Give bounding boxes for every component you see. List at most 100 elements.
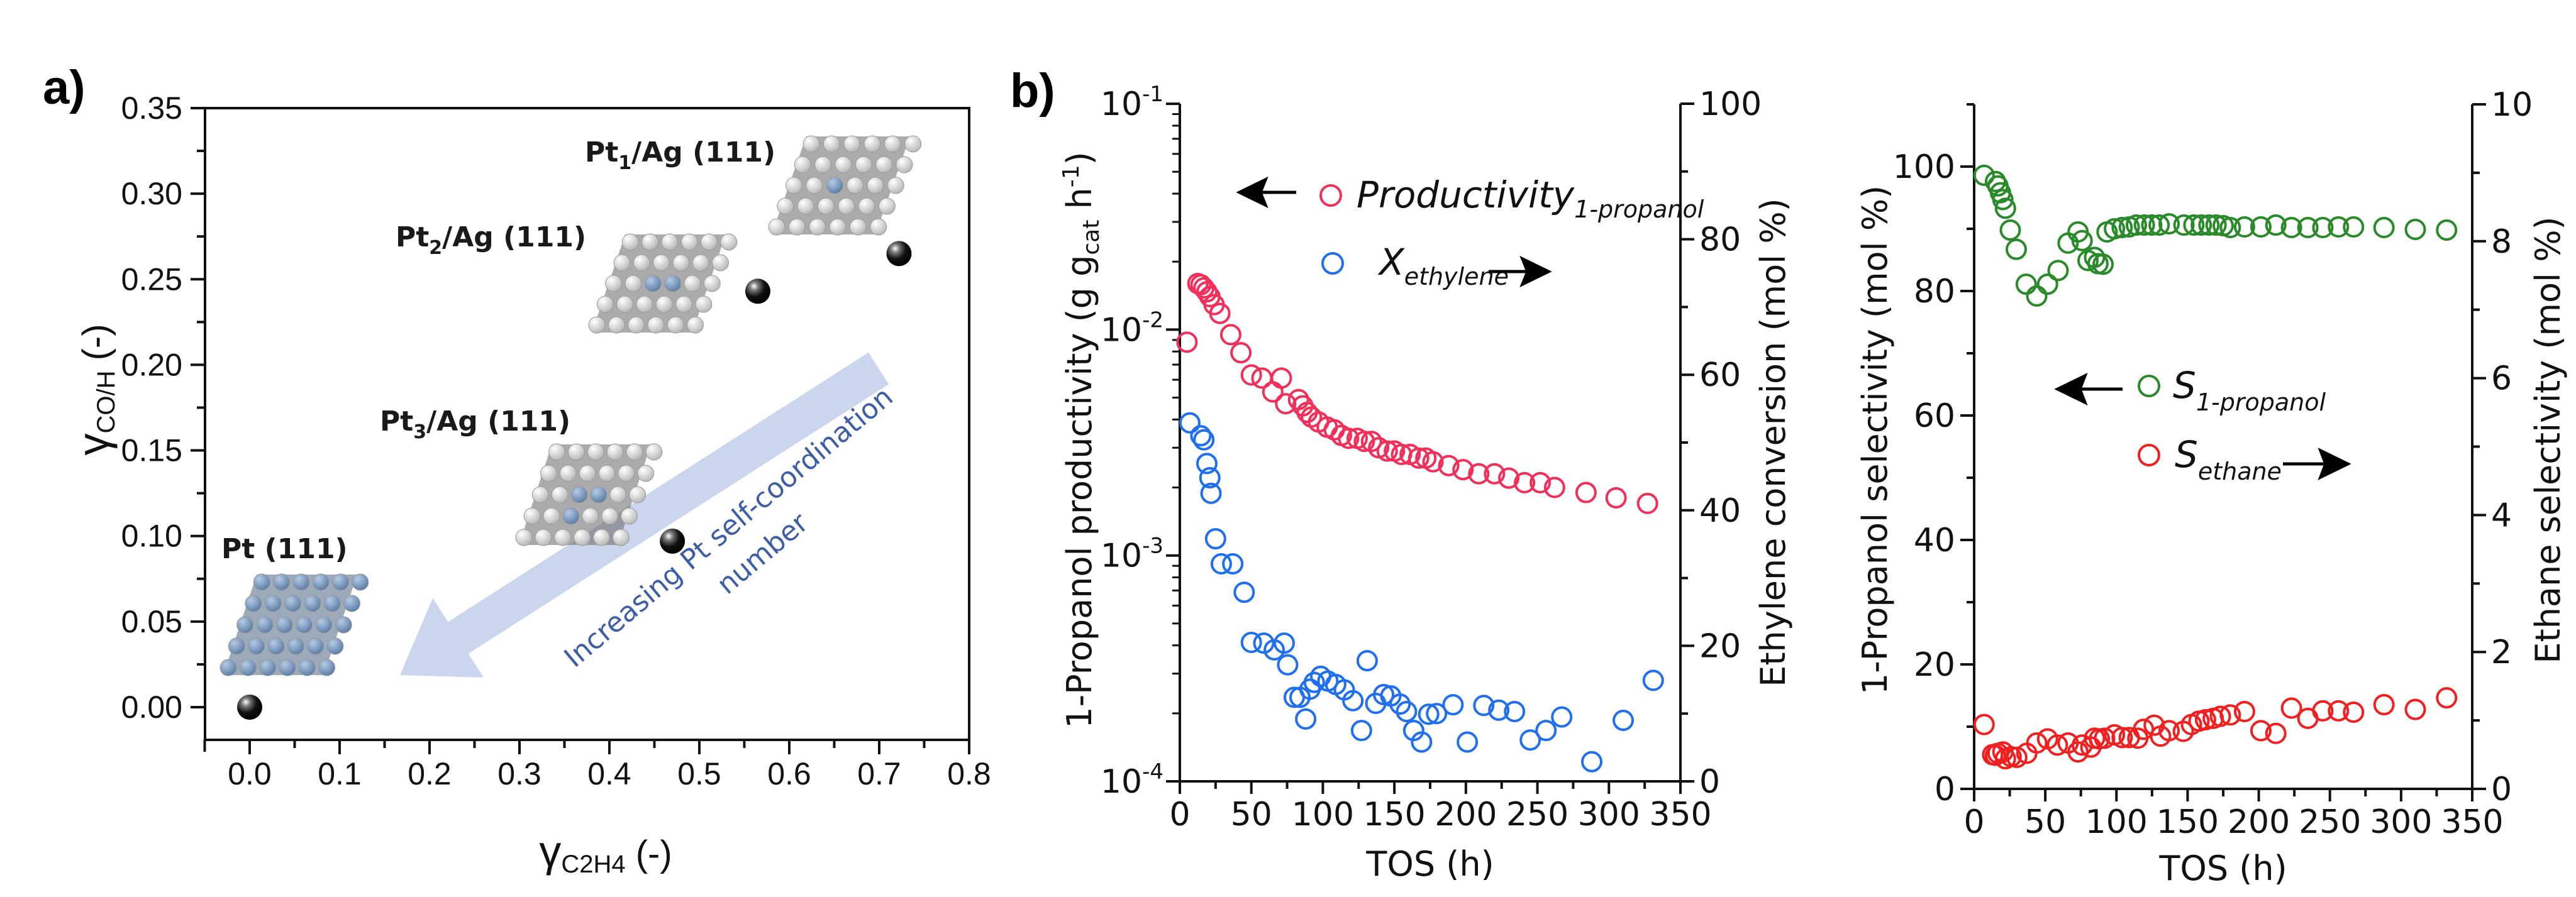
data-point [2328, 700, 2350, 722]
data-point [2047, 260, 2069, 282]
data-point [1338, 427, 1360, 449]
data-point [2219, 217, 2241, 239]
ag-atom [896, 156, 913, 173]
data-point [1204, 528, 1226, 550]
ag-atom [904, 135, 922, 153]
ag-atom [870, 218, 887, 236]
ag-atom [613, 254, 631, 272]
data-point [1457, 731, 1479, 753]
data-point [1353, 431, 1375, 453]
left-y-tick-label: 100 [1893, 148, 1955, 186]
x-tick-label: 350 [2441, 803, 2503, 841]
data-point [1350, 720, 1372, 742]
pt-atom [318, 659, 336, 676]
s-propanol-series [1973, 164, 2458, 307]
ag-atom [802, 135, 820, 153]
data-point [1426, 703, 1448, 725]
ag-atom [625, 275, 642, 292]
ag-atom [768, 218, 786, 236]
pt-atom [331, 573, 349, 591]
x-tick-label: 0.4 [587, 756, 631, 791]
data-point [1994, 197, 2016, 219]
data-point [2158, 213, 2180, 235]
ag-atom [612, 529, 630, 546]
ag-atom [786, 177, 802, 194]
ag-atom [835, 156, 852, 173]
ag-atom [829, 218, 847, 236]
pt-atom [315, 616, 333, 634]
left-y-tick-label: 0 [1935, 771, 1955, 808]
ag-atom [608, 316, 625, 334]
pt-atom [335, 616, 352, 634]
panel-b-right-x-axis-title: TOS (h) [2158, 849, 2287, 888]
ag-atom [628, 316, 645, 334]
ag-atom [567, 443, 585, 461]
pt-atom [264, 595, 282, 612]
arrow-right-icon [1489, 255, 1552, 288]
data-point [2205, 214, 2227, 236]
data-point [1530, 471, 1552, 493]
s-ethane-series [1973, 687, 2458, 770]
ag-atom [797, 197, 814, 215]
x-tick-label: 0.8 [947, 756, 991, 791]
panel-a-frame [204, 107, 970, 741]
data-point [237, 695, 262, 720]
data-point [2143, 714, 2165, 736]
pt-atom [298, 659, 316, 676]
legend: S1-propanol Sethane [2054, 364, 2351, 485]
ag-atom [692, 254, 709, 272]
pt-atom [284, 595, 302, 612]
data-point [1473, 695, 1495, 717]
ag-atom [606, 443, 624, 461]
ag-atom [884, 135, 901, 153]
data-point [1209, 302, 1231, 324]
legend-marker-s-propanol [2138, 375, 2160, 397]
data-point [1999, 219, 2021, 241]
left-y-tick-label: 10-2 [1101, 307, 1163, 349]
data-point [1407, 447, 1430, 469]
x-tick-label: 300 [2370, 803, 2432, 841]
ag-atom [653, 254, 670, 272]
pt-atom [343, 595, 360, 612]
pt-atom [570, 486, 588, 504]
ag-atom [672, 254, 690, 272]
ag-atom [700, 233, 718, 251]
data-point [2111, 727, 2133, 749]
data-point [2312, 700, 2334, 722]
ag-atom [645, 443, 663, 461]
left-y-tick-label: 10-3 [1101, 534, 1163, 575]
data-point [886, 241, 912, 267]
ag-atom [559, 465, 577, 482]
data-point [2343, 702, 2365, 724]
ag-atom [551, 486, 569, 504]
pt-atom [323, 595, 341, 612]
legend-label-s-ethane: Sethane [2175, 433, 2282, 485]
propanol-selectivity-axis-title: 1-Propanol selectivity (mol %) [1855, 185, 1895, 695]
data-point [1488, 699, 1510, 721]
ag-atom [711, 254, 729, 272]
data-point [1356, 650, 1378, 672]
data-point [745, 278, 770, 304]
x-tick-label: 0.5 [677, 756, 721, 791]
productivity-series [1176, 273, 1658, 514]
data-point [1275, 393, 1297, 415]
ag-atom [887, 177, 904, 194]
ag-atom [540, 465, 557, 482]
x-tick-label: 0.2 [408, 756, 452, 791]
ag-atom [863, 135, 881, 153]
ag-atom [655, 295, 673, 313]
data-point [1580, 751, 1602, 773]
panel-a-y-axis-title: γCO/H (-) [69, 324, 120, 455]
data-point [2036, 273, 2058, 295]
surface-structure-4 [768, 135, 922, 236]
ag-atom [554, 529, 572, 546]
data-point [1233, 581, 1255, 603]
data-point [1176, 331, 1198, 353]
ag-atom [843, 135, 861, 153]
ag-atom [867, 177, 884, 194]
ag-atom [588, 316, 606, 334]
data-point [2233, 700, 2255, 722]
ag-atom [684, 275, 701, 292]
